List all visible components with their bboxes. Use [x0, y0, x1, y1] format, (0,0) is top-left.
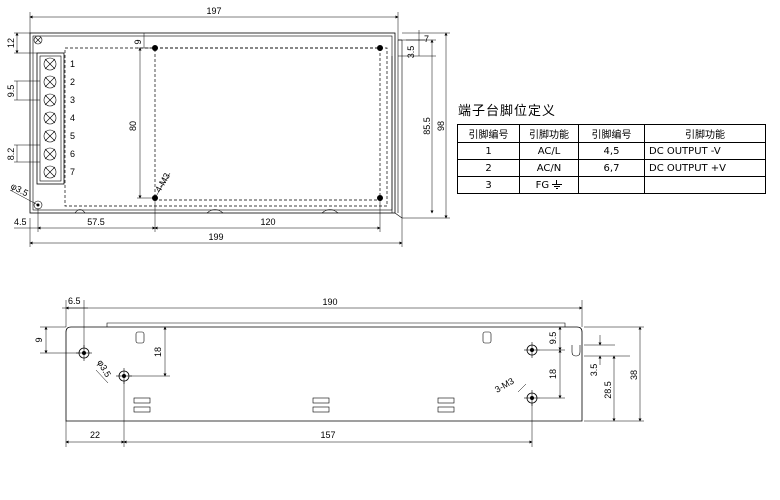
- terminal-number: 2: [70, 77, 75, 87]
- terminal-screw: [43, 129, 57, 143]
- dim-9-5: 9.5: [6, 85, 16, 98]
- ground-screw-tl: [33, 35, 43, 45]
- terminal-number: 7: [70, 167, 75, 177]
- side-view-outline: [65, 326, 583, 422]
- terminal-screw: [43, 57, 57, 71]
- dim-38: 38: [629, 370, 639, 380]
- dim-side-18-left: 18: [153, 347, 163, 357]
- dim-side-9: 9: [34, 337, 44, 342]
- side-slot: [135, 331, 145, 344]
- pcb-outline: [64, 47, 388, 207]
- pin-function: [644, 176, 766, 194]
- dim-85-5: 85.5: [422, 117, 432, 135]
- vent-slot: [133, 406, 151, 413]
- side-hole-m3-2: [524, 342, 540, 358]
- header-pin-no-a: 引脚编号: [457, 124, 520, 143]
- terminal-number: 5: [70, 131, 75, 141]
- dim-197: 197: [206, 6, 221, 16]
- dim-157: 157: [320, 430, 335, 440]
- top-view-inner-frame: [32, 35, 393, 211]
- header-pin-func-a: 引脚功能: [519, 124, 579, 143]
- pin-definition-table: 引脚编号 引脚功能 引脚编号 引脚功能 1 AC/L 4,5 DC OUTPUT…: [457, 124, 766, 194]
- pin-number: [578, 176, 645, 194]
- table-row: 3 FG: [457, 176, 766, 194]
- vent-slot: [437, 406, 455, 413]
- dim-6-5: 6.5: [68, 296, 81, 306]
- side-slot: [482, 331, 492, 344]
- dim-190: 190: [322, 297, 337, 307]
- terminal-screw: [43, 111, 57, 125]
- pin-number: 3: [457, 176, 520, 194]
- dim-side-9-5: 9.5: [548, 332, 558, 345]
- header-pin-func-b: 引脚功能: [644, 124, 766, 143]
- ground-icon: [552, 180, 563, 189]
- dim-98: 98: [436, 121, 446, 131]
- label-4-m3: 4-M3: [153, 171, 172, 194]
- vent-slot: [133, 397, 151, 404]
- terminal-number: 1: [70, 59, 75, 69]
- pin-function: AC/N: [519, 159, 579, 177]
- pin-function: DC OUTPUT -V: [644, 142, 766, 160]
- pin-number: 4,5: [578, 142, 645, 160]
- dim-57-5: 57.5: [87, 217, 105, 227]
- dim-28-5: 28.5: [603, 381, 613, 399]
- dim-7: 7: [424, 34, 429, 44]
- dim-4-5: 4.5: [14, 217, 27, 227]
- pin-table-title: 端子台脚位定义: [458, 104, 557, 119]
- table-row: 1 AC/L 4,5 DC OUTPUT -V: [457, 142, 766, 160]
- terminal-screw: [43, 93, 57, 107]
- top-view: 197 199 57.5 120 4.5 98 85.5 80 9 12 9.5…: [6, 6, 450, 247]
- terminal-number: 6: [70, 149, 75, 159]
- pin-number: 2: [457, 159, 520, 177]
- terminal-screw: [43, 75, 57, 89]
- dim-side-hole-dia: φ3.5: [95, 358, 113, 379]
- mount-hole-tr: [377, 45, 383, 51]
- terminal-block: [36, 52, 65, 185]
- dim-side-3-5: 3.5: [589, 364, 599, 377]
- terminal-number: 3: [70, 95, 75, 105]
- terminal-screw: [43, 165, 57, 179]
- pin-function: AC/L: [519, 142, 579, 160]
- table-row: 2 AC/N 6,7 DC OUTPUT +V: [457, 159, 766, 177]
- mount-hole-br: [377, 195, 383, 201]
- top-view-outline: [29, 32, 396, 214]
- side-view: 190 6.5 9 18 φ3.5 22 157 9.5 18 3-M3 3.5…: [34, 296, 644, 447]
- pin-number: 1: [457, 142, 520, 160]
- vent-slot: [312, 406, 330, 413]
- vent-slot: [312, 397, 330, 404]
- vent-slot: [437, 397, 455, 404]
- terminal-screw: [43, 147, 57, 161]
- dim-3-5: 3.5: [406, 46, 416, 59]
- table-header-row: 引脚编号 引脚功能 引脚编号 引脚功能: [457, 124, 766, 143]
- pin-function: FG: [535, 179, 550, 191]
- dim-199: 199: [208, 232, 223, 242]
- dim-8-2: 8.2: [6, 148, 16, 161]
- dim-22: 22: [90, 430, 100, 440]
- pin-number: 6,7: [578, 159, 645, 177]
- pin-function-cell: FG: [519, 176, 579, 194]
- header-pin-no-b: 引脚编号: [578, 124, 645, 143]
- mount-area-outline: [154, 47, 381, 201]
- dim-9: 9: [133, 39, 143, 44]
- terminal-number: 4: [70, 113, 75, 123]
- dim-120: 120: [260, 217, 275, 227]
- dim-80: 80: [128, 121, 138, 131]
- dim-hole-dia: φ3.5: [9, 181, 30, 198]
- pin-function: DC OUTPUT +V: [644, 159, 766, 177]
- dim-side-18-right: 18: [548, 369, 558, 379]
- dim-12: 12: [6, 38, 16, 48]
- label-3-m3: 3-M3: [493, 376, 516, 395]
